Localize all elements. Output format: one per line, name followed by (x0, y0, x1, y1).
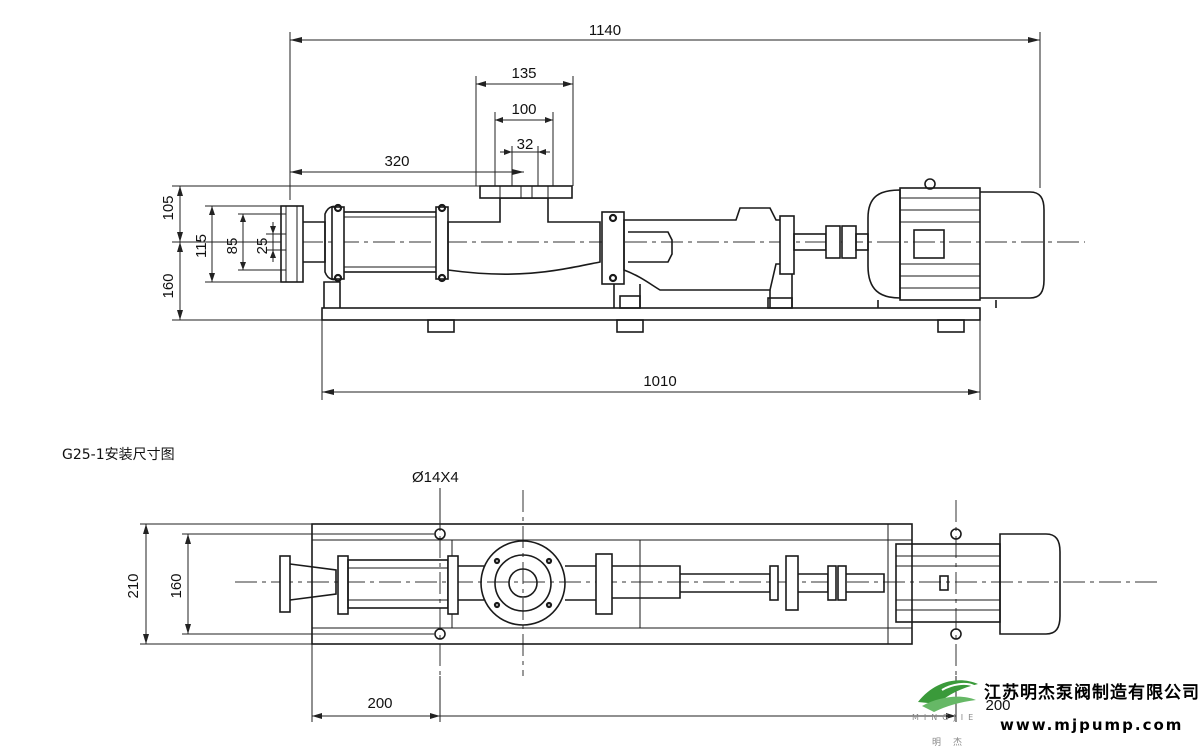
dim-base-length: 1010 (643, 373, 676, 390)
logo-sub: 明杰 (932, 736, 974, 748)
dim-flange-pcd: 85 (224, 238, 241, 255)
dim-outlet-bore: 32 (517, 136, 534, 153)
dim-outlet-flange-pcd: 100 (511, 101, 536, 118)
plan-view (235, 490, 1160, 676)
dim-upper-height: 105 (160, 195, 177, 220)
mingjie-logo: MINGJIE 明杰 (912, 680, 978, 748)
company-url: www.mjpump.com (1000, 716, 1183, 734)
dim-bolt-offset-left: 200 (367, 695, 392, 712)
logo-text: MINGJIE (912, 713, 978, 722)
dim-bolt-spacing-right: 200 (985, 697, 1010, 714)
dim-bolt-holes: Ø14X4 (412, 469, 459, 486)
plan-view-dimensions: Ø14X4 210 160 200 200 (125, 469, 1011, 722)
dim-outlet-flange-outer: 135 (511, 65, 536, 82)
dim-lower-height: 160 (160, 273, 177, 298)
dim-overall-length: 1140 (589, 22, 621, 39)
side-elevation-dimensions: 1140 135 100 32 320 105 160 (160, 22, 1041, 400)
company-branding: MINGJIE 明杰 江苏明杰泵阀制造有限公司 www.mjpump.com (912, 680, 1200, 748)
dim-base-width: 210 (125, 573, 142, 598)
dim-flange-outer: 115 (193, 234, 210, 258)
side-elevation-view (265, 178, 1085, 333)
drawing-caption: G25-1安装尺寸图 (62, 447, 175, 463)
company-name: 江苏明杰泵阀制造有限公司 (984, 682, 1200, 703)
dim-flange-bore: 25 (254, 238, 271, 255)
dim-inlet-to-outlet: 320 (384, 153, 409, 170)
dim-bolt-spacing-width: 160 (168, 573, 185, 598)
